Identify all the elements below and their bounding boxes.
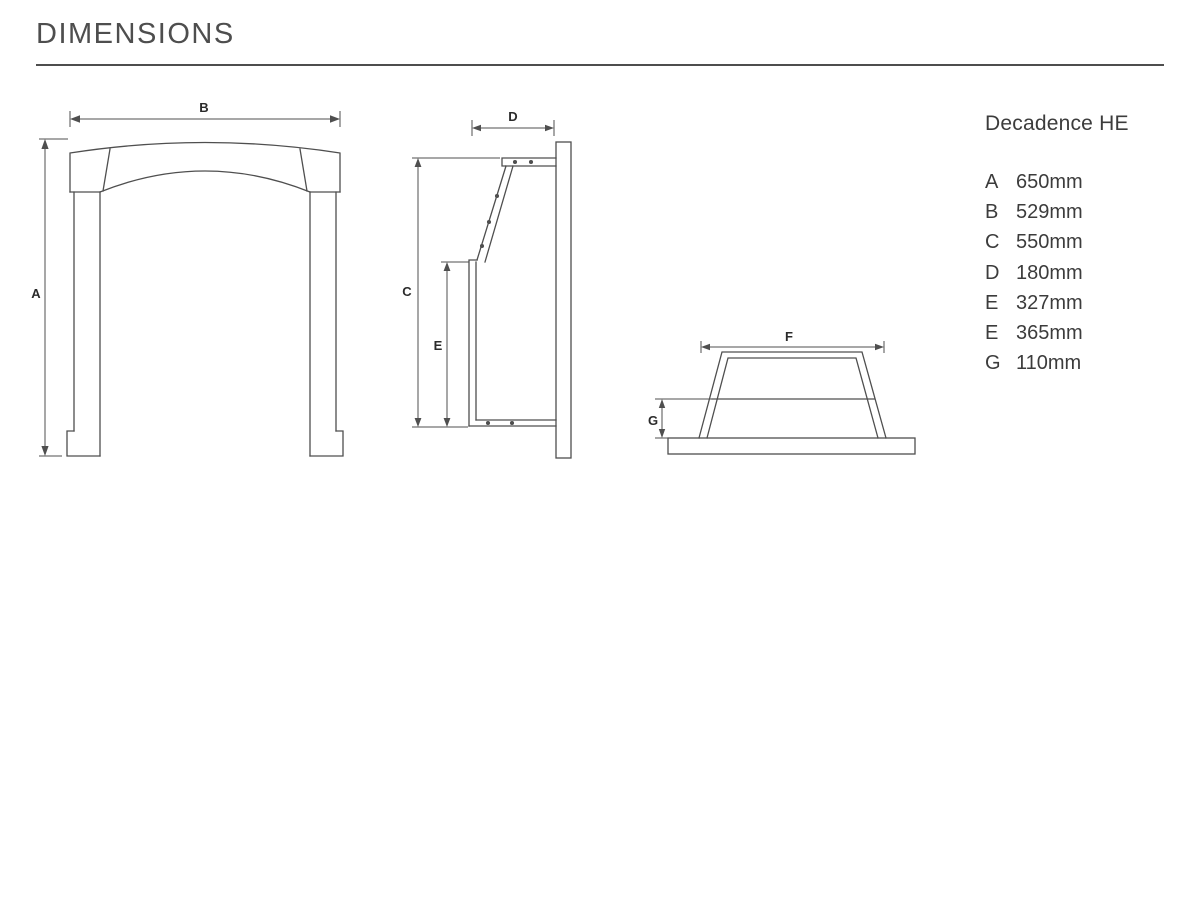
front-opening-arch [99,170,311,193]
dimension-letter: C [985,231,1000,254]
dim-a-arrow-bottom [41,446,49,456]
dimension-row-e1: E 327mm [985,288,1129,318]
dimension-value: 365mm [1016,322,1083,345]
dim-label-d: D [508,109,517,124]
dimension-value: 180mm [1016,261,1083,284]
dim-c-arrow-bottom [414,418,422,427]
bottom-trapezoid-outer [698,351,887,439]
dimension-row-c: C 550mm [985,227,1129,257]
dimension-letter: A [985,171,999,193]
dim-c-arrow-top [414,158,422,167]
dim-label-b: B [199,100,208,115]
dimension-list: A 650mm B 529mm C 550mm D 180mm E 327mm … [985,167,1129,378]
side-view-arrowheads [414,124,554,427]
side-top-piece [501,157,557,167]
front-right-leg [309,191,337,457]
dim-b-arrow-left [70,115,80,123]
bottom-view-dimension-lines [655,341,885,439]
front-left-leg [73,191,101,457]
dim-f-arrow-left [701,343,710,351]
dim-d-arrow-left [472,124,481,132]
dimension-letter: B [985,201,999,224]
dim-e-arrow-top [443,262,451,271]
front-view-arrowheads [41,115,340,456]
dim-label-g: G [648,413,658,428]
front-header-outline [69,141,341,193]
dimension-row-b: B 529mm [985,197,1129,227]
side-wall [555,141,572,459]
dimension-row-d: D 180mm [985,258,1129,288]
page-title: DIMENSIONS [36,18,235,50]
screw-dot [528,159,534,165]
dimension-letter: D [985,261,1000,284]
screw-dot [512,159,518,165]
dim-g-arrow-bottom [658,429,666,438]
screw-dot [486,219,492,225]
dim-c-extensions [412,157,500,428]
front-header-joints [102,148,308,192]
spec-panel: Decadence HE A 650mm B 529mm C 550mm D 1… [985,112,1129,378]
front-view-dimension-lines [39,111,341,457]
side-bottom-plate [468,419,557,427]
dimension-value: 529mm [1016,201,1083,224]
screw-dot [485,420,491,426]
front-left-foot [66,430,101,457]
dim-label-f: F [785,329,793,344]
front-view-drawing [66,141,344,457]
dim-a-ticks [39,138,68,457]
dimension-value: 110mm [1016,352,1082,375]
dimension-value: 550mm [1016,231,1083,254]
dimension-row-g: G 110mm [985,348,1129,378]
dimension-value: 327mm [1016,291,1083,314]
dim-g-arrow-top [658,399,666,408]
dim-g-extensions [655,398,712,439]
product-name: Decadence HE [985,112,1129,135]
dim-f-arrow-right [875,343,884,351]
dim-a-arrow-top [41,139,49,149]
dimension-letter: E [985,291,999,314]
dimension-row-a: A 650mm [985,167,1129,197]
bottom-view-drawing [667,351,916,455]
side-front-panel [468,259,478,427]
bottom-base-plate [667,437,916,455]
dim-b-arrow-right [330,115,340,123]
screw-dot [494,193,500,199]
dim-d-arrow-right [545,124,554,132]
bottom-trapezoid-inner [706,357,879,439]
header-divider [36,64,1164,66]
dim-e-arrow-bottom [443,418,451,427]
dimension-row-e2: E 365mm [985,318,1129,348]
dimension-value: 650mm [1016,171,1083,193]
screw-dot [479,243,485,249]
dim-label-e: E [434,338,443,353]
dimension-letter: G [985,352,1001,375]
front-right-foot [309,430,344,457]
bottom-view-arrowheads [658,343,884,438]
dim-label-a: A [31,286,41,301]
dimension-letter: E [985,322,999,345]
dim-label-c: C [402,284,412,299]
screw-dot [509,420,515,426]
side-view-drawing [468,141,572,459]
